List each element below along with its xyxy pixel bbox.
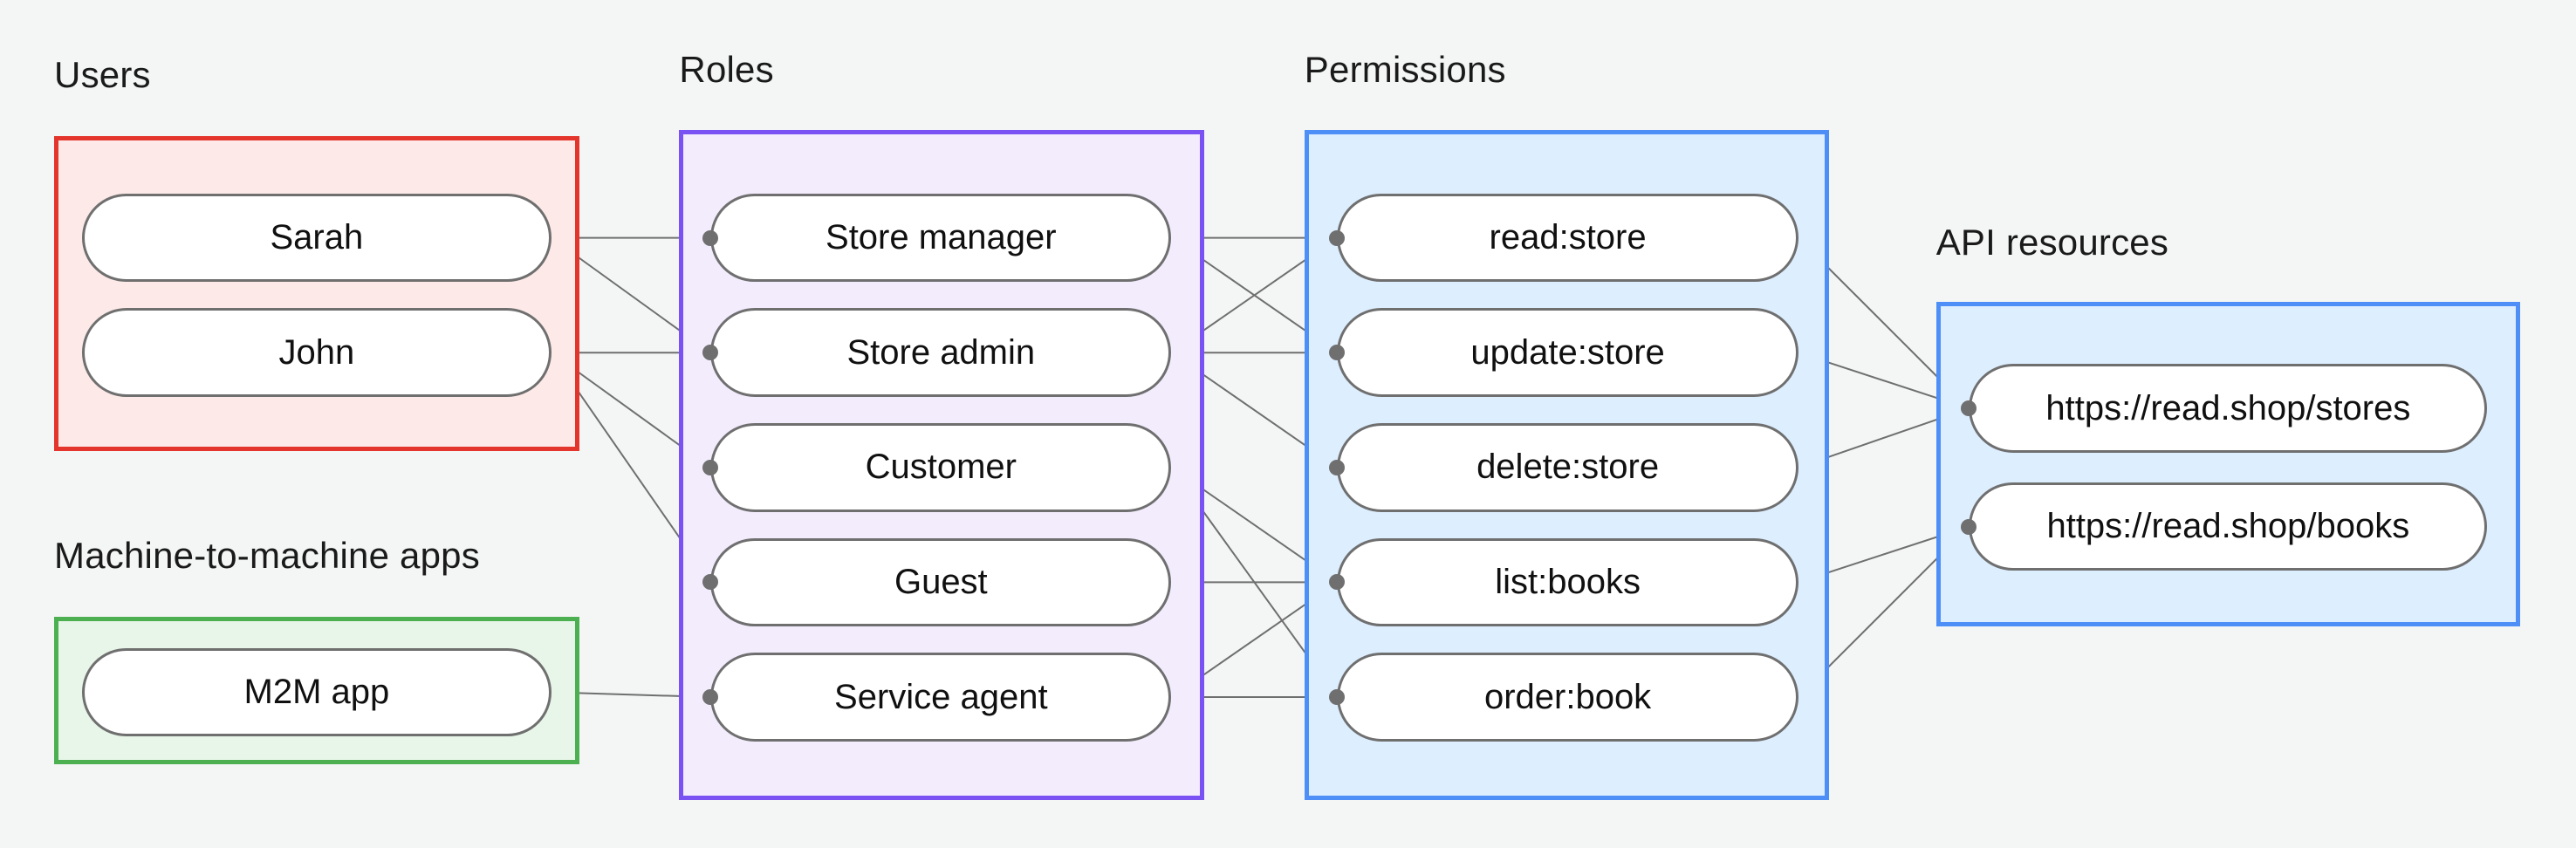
node-sarah[interactable]: Sarah bbox=[82, 193, 552, 283]
group-title-m2m: Machine-to-machine apps bbox=[54, 534, 480, 576]
node-update-store[interactable]: update:store bbox=[1337, 308, 1798, 397]
node-store-admin[interactable]: Store admin bbox=[710, 308, 1172, 397]
group-box-users bbox=[54, 136, 579, 451]
node-service-agent[interactable]: Service agent bbox=[710, 653, 1172, 742]
node-guest[interactable]: Guest bbox=[710, 537, 1172, 627]
node-delete-store[interactable]: delete:store bbox=[1337, 423, 1798, 512]
node-john[interactable]: John bbox=[82, 308, 552, 397]
group-box-api-resources bbox=[1935, 301, 2521, 627]
node-order-book[interactable]: order:book bbox=[1337, 653, 1798, 742]
group-title-permissions: Permissions bbox=[1304, 49, 1506, 91]
node-res-books[interactable]: https://read.shop/books bbox=[1969, 482, 2488, 571]
node-customer[interactable]: Customer bbox=[710, 423, 1172, 512]
port-in-res-books bbox=[1961, 518, 1977, 535]
node-res-stores[interactable]: https://read.shop/stores bbox=[1969, 364, 2488, 453]
group-title-users: Users bbox=[54, 54, 151, 96]
port-in-read-store bbox=[1329, 229, 1346, 246]
group-title-roles: Roles bbox=[679, 49, 774, 91]
node-read-store[interactable]: read:store bbox=[1337, 193, 1798, 283]
node-list-books[interactable]: list:books bbox=[1337, 537, 1798, 627]
port-in-customer bbox=[702, 459, 719, 475]
node-m2m-app[interactable]: M2M app bbox=[82, 647, 552, 737]
node-store-manager[interactable]: Store manager bbox=[710, 193, 1172, 283]
port-in-store-manager bbox=[702, 229, 719, 246]
group-title-api-resources: API resources bbox=[1935, 221, 2169, 263]
